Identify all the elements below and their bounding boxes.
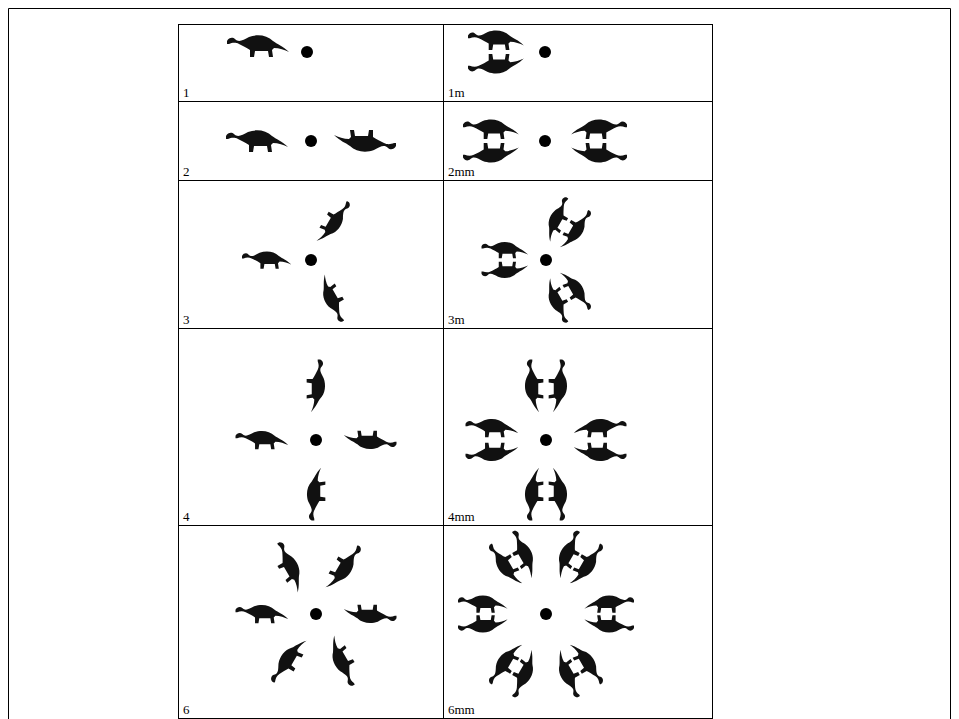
group-label: 2mm <box>448 164 475 179</box>
dinosaur-motif <box>307 360 325 413</box>
dinosaur-motif <box>525 468 543 521</box>
dinosaur-motif <box>486 538 526 590</box>
dinosaur-motif <box>458 595 508 612</box>
dinosaur-motif <box>242 251 292 268</box>
dinosaur-motif <box>584 615 634 632</box>
dinosaur-motif <box>566 638 606 690</box>
group-label: 1m <box>448 85 465 100</box>
dinosaur-motif <box>466 443 519 461</box>
dinosaur-motif <box>539 195 576 243</box>
rotation-center <box>305 254 317 266</box>
dinosaur-motif <box>574 443 627 461</box>
group-label: 4 <box>183 509 190 524</box>
rotation-center <box>539 46 551 58</box>
symmetry-panel: 6mm <box>443 525 713 719</box>
dinosaur-motif <box>525 360 543 413</box>
symmetry-panel: 4 <box>178 328 444 526</box>
dinosaur-motif <box>227 35 289 57</box>
group-label: 3m <box>448 312 465 327</box>
group-label: 4mm <box>448 509 475 524</box>
dinosaur-motif <box>313 272 353 324</box>
dinosaur-motif <box>482 262 529 278</box>
dinosaur-motif <box>466 419 519 437</box>
group-label: 2 <box>183 164 190 179</box>
dinosaur-motif <box>463 119 519 138</box>
rotation-center <box>310 434 322 446</box>
symmetry-panel: 1 <box>178 24 444 102</box>
rotation-center <box>540 434 552 446</box>
dinosaur-motif <box>268 540 310 595</box>
dinosaur-motif <box>549 468 567 521</box>
dinosaur-motif <box>226 130 288 152</box>
symmetry-panel: 3m <box>443 180 713 329</box>
dinosaur-motif <box>468 30 524 49</box>
dinosaur-motif <box>268 634 310 689</box>
symmetry-panel: 2 <box>178 101 444 181</box>
dinosaur-motif <box>322 633 364 688</box>
dinosaur-motif <box>313 196 353 248</box>
dinosaur-motif <box>463 143 519 162</box>
symmetry-panel: 2mm <box>443 101 713 181</box>
symmetry-panel: 4mm <box>443 328 713 526</box>
dinosaur-motif <box>549 529 589 581</box>
group-label: 6mm <box>448 702 475 717</box>
group-label: 1 <box>183 85 190 100</box>
dinosaur-motif <box>344 605 397 623</box>
dinosaur-motif <box>549 360 567 413</box>
symmetry-panel: 1m <box>443 24 713 102</box>
dinosaur-motif <box>584 595 634 612</box>
dinosaur-motif <box>482 242 529 258</box>
dinosaur-motif <box>236 431 289 449</box>
dinosaur-motif <box>557 267 594 315</box>
dinosaur-motif <box>236 605 289 623</box>
rotation-center <box>540 608 552 620</box>
dinosaur-motif <box>344 431 397 449</box>
dinosaur-motif <box>468 54 524 73</box>
rotation-center <box>539 135 551 147</box>
dinosaur-motif <box>574 419 627 437</box>
group-label: 6 <box>183 702 190 717</box>
dinosaur-motif <box>458 615 508 632</box>
dinosaur-motif <box>571 143 627 162</box>
dinosaur-motif <box>571 119 627 138</box>
rotation-center <box>540 254 552 266</box>
dinosaur-motif <box>334 130 396 152</box>
rotation-center <box>305 135 317 147</box>
rotation-center <box>301 46 313 58</box>
outer-frame <box>9 9 951 719</box>
symmetry-panel: 6 <box>178 525 444 719</box>
rotation-center <box>310 608 322 620</box>
motif-layer <box>226 30 634 699</box>
group-label: 3 <box>183 312 190 327</box>
dinosaur-motif <box>503 648 543 700</box>
dinosaur-motif <box>307 468 325 521</box>
dinosaur-motif <box>322 540 364 595</box>
symmetry-panel: 3 <box>178 180 444 329</box>
